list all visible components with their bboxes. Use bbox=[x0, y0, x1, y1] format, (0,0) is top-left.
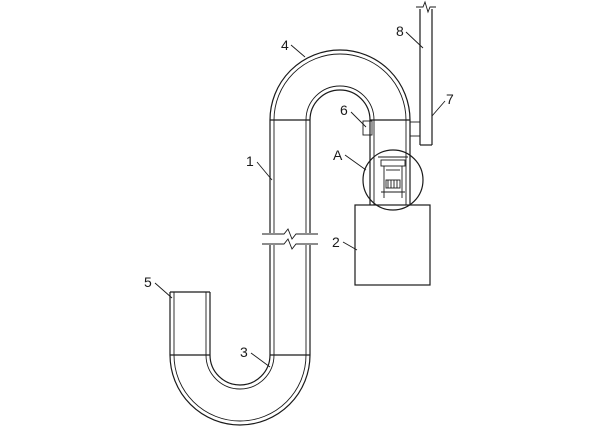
inlet-pipe bbox=[169, 291, 211, 356]
box bbox=[354, 204, 431, 286]
right-pipe bbox=[369, 119, 411, 205]
label-5: 5 bbox=[144, 274, 152, 290]
label-A: A bbox=[333, 147, 343, 163]
label-4: 4 bbox=[281, 37, 289, 53]
leader-2 bbox=[342, 241, 358, 251]
leader-8 bbox=[405, 31, 424, 49]
break-symbol bbox=[262, 228, 318, 250]
leader-6 bbox=[350, 111, 367, 128]
leader-4 bbox=[290, 44, 306, 58]
vertical-pipe bbox=[416, 0, 436, 146]
flange bbox=[362, 120, 373, 136]
label-3: 3 bbox=[240, 344, 248, 360]
leader-lines bbox=[154, 31, 446, 368]
leader-7 bbox=[431, 100, 446, 117]
main-pipe bbox=[269, 119, 311, 356]
label-1: 1 bbox=[246, 153, 254, 169]
leader-1 bbox=[256, 161, 273, 181]
upper-bend bbox=[269, 49, 411, 121]
leader-5 bbox=[154, 282, 173, 299]
leader-A bbox=[344, 154, 367, 171]
lower-bend bbox=[169, 354, 311, 426]
leader-3 bbox=[250, 352, 271, 368]
label-8: 8 bbox=[396, 23, 404, 39]
label-6: 6 bbox=[340, 102, 348, 118]
bracket bbox=[409, 121, 421, 137]
detail-circle bbox=[362, 149, 424, 211]
label-7: 7 bbox=[446, 91, 454, 107]
label-2: 2 bbox=[332, 234, 340, 250]
